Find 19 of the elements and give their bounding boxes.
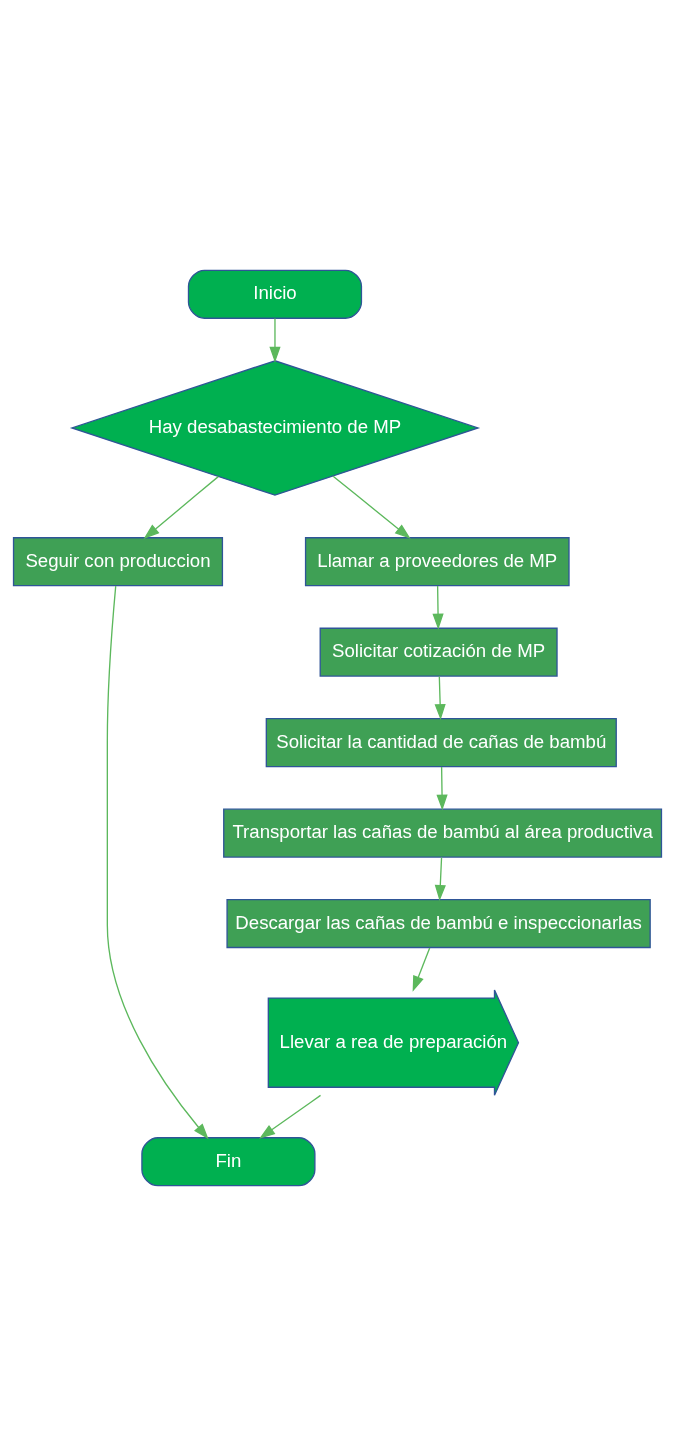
arrow <box>432 584 444 630</box>
node-box: Llamar a proveedores de MP <box>304 536 570 586</box>
arrow <box>436 765 448 811</box>
node-box: Inicio <box>187 269 363 319</box>
node-box: Descargar las cañas de bambú e inspeccionarlas <box>226 898 651 948</box>
node-box: Solicitar la cantidad de cañas de bambú <box>265 717 617 767</box>
node-box: Seguir con produccion <box>12 536 224 586</box>
arrow <box>412 946 431 992</box>
arrow <box>434 856 446 901</box>
node-diamond: Hay desabastecimiento de MP <box>69 359 481 496</box>
node-box: Solicitar cotización de MP <box>319 627 558 677</box>
node-box: Transportar las cañas de bambú al área productiva <box>223 808 663 858</box>
node-box: Fin <box>141 1136 316 1186</box>
arrow <box>106 584 209 1139</box>
arrow <box>259 1094 322 1139</box>
arrow <box>269 317 281 363</box>
arrow <box>434 675 446 720</box>
arrow <box>332 475 411 539</box>
arrow <box>143 475 219 539</box>
